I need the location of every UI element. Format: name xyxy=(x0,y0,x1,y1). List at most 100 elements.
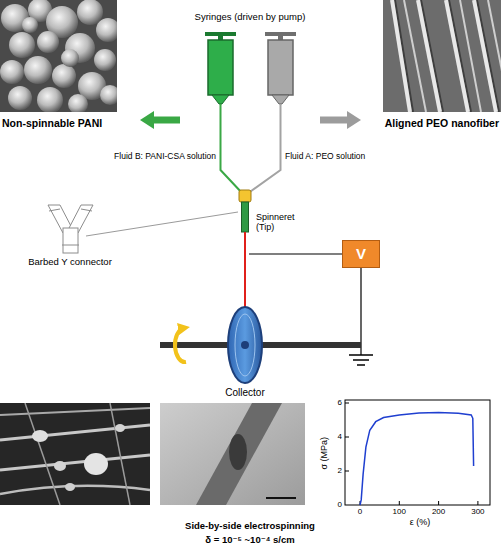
fluid-label: Fluid A: PEO solution xyxy=(285,152,395,162)
node-text: Aligned PEO nanofiber xyxy=(385,117,499,129)
syringe-pair xyxy=(205,32,296,104)
beaded-fiber-sem xyxy=(0,455,150,470)
barbed-y-connector-icon xyxy=(49,209,60,211)
beaded-fiber-sem xyxy=(110,403,130,505)
pani-sem-micrograph xyxy=(0,0,117,112)
tick-label: 300 xyxy=(463,507,493,516)
high-voltage-wiring xyxy=(353,359,369,361)
fluid-b-tube xyxy=(221,104,244,194)
part-name: Collector xyxy=(205,387,285,399)
rotating-collector xyxy=(175,328,186,362)
rotating-collector xyxy=(160,307,361,383)
beaded-fiber-sem xyxy=(0,408,150,415)
fluid-a-tube xyxy=(247,104,281,194)
tem-micrograph xyxy=(160,403,305,505)
barbed-y-connector-icon xyxy=(63,228,78,253)
node-text: Syringes (driven by pump) xyxy=(195,12,306,23)
barbed-y-connector-icon xyxy=(62,245,79,246)
result-arrow xyxy=(154,117,180,124)
stress-strain-chart xyxy=(438,501,439,505)
beaded-fiber-sem xyxy=(65,483,75,491)
high-voltage-wiring xyxy=(249,254,373,365)
stress-strain-chart xyxy=(345,471,349,472)
caption: Side-by-side electrospinning xyxy=(140,521,360,532)
beaded-fiber-sem xyxy=(84,453,108,475)
stress-strain-chart xyxy=(345,400,490,505)
barbed-y-connector-icon xyxy=(48,205,93,253)
leader-line xyxy=(86,212,238,236)
stress-strain-chart xyxy=(345,400,490,505)
peo-sem-micrograph xyxy=(383,0,501,112)
peo-sem-micrograph xyxy=(383,0,501,112)
beaded-fiber-sem xyxy=(32,430,48,442)
peo-sem-micrograph xyxy=(477,0,499,112)
result-arrow xyxy=(320,117,347,124)
tem-micrograph xyxy=(229,434,247,470)
beaded-fiber-sem xyxy=(0,403,150,505)
spinneret-tip xyxy=(242,202,249,232)
syringe-pair xyxy=(208,40,233,95)
stress-strain-chart xyxy=(477,501,478,505)
pani-sem-micrograph xyxy=(68,94,88,112)
high-voltage-wiring xyxy=(357,364,365,366)
tem-micrograph xyxy=(196,403,282,505)
node-text: V xyxy=(356,245,366,262)
sem-image-panel: Aligned PEO nanofiber xyxy=(361,0,501,132)
pani-sem-micrograph xyxy=(9,32,35,58)
sem-image-panel: Non-spinnable PANI xyxy=(0,0,140,132)
beaded-fiber-sem xyxy=(0,425,150,440)
tick-label: 2 xyxy=(322,466,342,475)
pani-sem-micrograph xyxy=(0,0,117,112)
peo-sem-micrograph xyxy=(421,0,443,112)
beaded-fiber-sem xyxy=(115,424,125,432)
stress-strain-chart xyxy=(345,403,349,404)
beaded-fiber-sem xyxy=(54,461,66,471)
syringe-pair xyxy=(212,95,229,104)
pani-sem-micrograph xyxy=(24,56,52,84)
pani-sem-micrograph xyxy=(61,49,79,67)
peo-sem-micrograph xyxy=(418,0,440,112)
stress-strain-chart xyxy=(399,501,400,505)
pani-sem-micrograph xyxy=(8,86,32,110)
pani-sem-micrograph xyxy=(77,0,103,25)
pani-sem-micrograph xyxy=(37,31,59,53)
tick-label: 0 xyxy=(322,500,342,509)
beaded-fiber-sem xyxy=(0,403,150,505)
syringe-pump-group: Syringes (driven by pump) xyxy=(180,12,320,132)
tem-micrograph xyxy=(266,497,296,499)
conductivity-note: δ = 10⁻⁵ ~10⁻⁴ s/cm xyxy=(140,535,360,546)
rotating-collector xyxy=(235,314,255,376)
tick-label: 4 xyxy=(322,432,342,441)
peo-sem-micrograph xyxy=(488,0,501,112)
pani-sem-micrograph xyxy=(0,60,24,84)
part-name: Spinneret (Tip) xyxy=(256,212,302,233)
axis-title: σ (MPa) xyxy=(319,425,329,481)
pani-sem-micrograph xyxy=(96,18,117,42)
pani-sem-micrograph xyxy=(52,64,76,88)
rotating-collector xyxy=(241,341,249,349)
high-voltage-wiring xyxy=(249,253,342,254)
pani-sem-micrograph xyxy=(37,87,63,112)
high-voltage-wiring xyxy=(349,354,373,356)
jet-line xyxy=(244,232,246,308)
y-junction xyxy=(239,190,251,202)
node-text: Non-spinnable PANI xyxy=(2,117,102,129)
tick-label: 6 xyxy=(322,398,342,407)
axis-title: ε (%) xyxy=(395,517,445,527)
tick-label: 200 xyxy=(424,507,454,516)
stress-strain-chart xyxy=(360,412,474,505)
voltage-source-box: V xyxy=(342,240,380,268)
peo-sem-micrograph xyxy=(449,0,471,112)
syringe-pair xyxy=(268,40,293,95)
pani-sem-micrograph xyxy=(100,85,117,105)
rotating-collector xyxy=(228,307,262,383)
tem-micrograph xyxy=(160,403,305,505)
beaded-fiber-sem xyxy=(25,403,60,505)
pani-sem-micrograph xyxy=(94,49,116,71)
high-voltage-wiring xyxy=(360,268,361,355)
barbed-y-connector-icon xyxy=(81,209,92,211)
tick-label: 0 xyxy=(345,507,375,516)
